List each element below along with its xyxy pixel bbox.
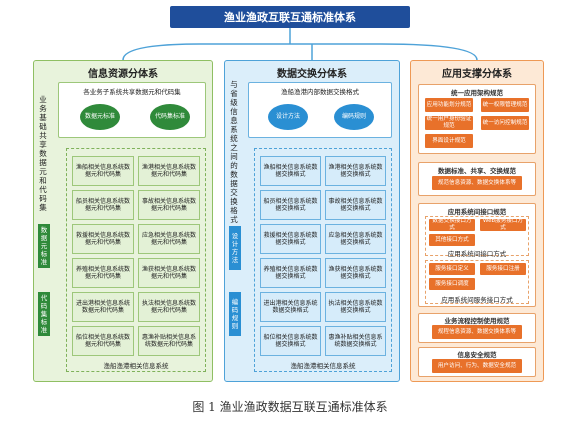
exchange-cell: 船员相关信息系统数据交换格式: [260, 190, 321, 220]
info-cell: 渔港相关信息系统数据元和代码集: [138, 156, 200, 186]
main-title: 渔业渔政互联互通标准体系: [170, 6, 410, 28]
figure-caption: 图 1 渔业渔政数据互联互通标准体系: [192, 400, 388, 414]
interface-item-4: 服务接口定义: [429, 263, 475, 275]
info-cell: 进出港相关信息系统数据元和代码集: [72, 292, 134, 322]
exchange-top-box-title: 渔船渔港内部数据交换格式: [281, 88, 359, 96]
info-cell: 船位相关信息系统数据元和代码集: [72, 326, 134, 356]
info-top-box-title: 各业务子系统共享数据元和代码集: [83, 88, 181, 96]
exchange-cell: 渔船相关信息系统数据交换格式: [260, 156, 321, 186]
interface-spec-head: 应用系统间接口规范: [447, 208, 507, 216]
info-cell: 事故相关信息系统数据元和代码集: [138, 190, 200, 220]
info-cell: 船员相关信息系统数据元和代码集: [72, 190, 134, 220]
exchange-panel-title: 数据交换分体系: [277, 69, 347, 80]
exchange-side-label: 与省级信息系统之间的数据交换格式: [230, 80, 238, 224]
exchange-side-tag-2: 编码规则: [229, 292, 241, 336]
arch-item-1: 应用功能划分规范: [425, 98, 473, 112]
exchange-cell: 进出港相关信息系统数据交换格式: [260, 292, 321, 322]
security-spec-head: 信息安全规范: [457, 351, 497, 359]
interface-item-1: 数据交换接口方式: [429, 218, 475, 231]
exchange-cell: 船位相关信息系统数据交换格式: [260, 326, 321, 356]
workflow-spec-item: 规程信息资源、数据交换体系等: [432, 325, 522, 339]
info-panel-title: 信息资源分体系: [88, 69, 158, 80]
info-cell: 惠渔补贴相关信息系统数据元和代码集: [138, 326, 200, 356]
exchange-cell: 应急相关信息系统数据交换格式: [325, 224, 386, 254]
support-panel-title: 应用支撑分体系: [442, 69, 512, 80]
info-side-tag-1: 数据元标准: [38, 224, 50, 268]
info-cell: 救援相关信息系统数据元和代码集: [72, 224, 134, 254]
info-cell: 渔船相关信息系统数据元和代码集: [72, 156, 134, 186]
exchange-ellipse-1: 设计方法: [268, 104, 308, 130]
info-cell: 渔获相关信息系统数据元和代码集: [138, 258, 200, 288]
interface-item-3: 其他接口方式: [429, 234, 475, 246]
info-dashed-group: [66, 148, 206, 372]
exchange-cell: 惠渔补贴相关信息系统数据交换格式: [325, 326, 386, 356]
info-cell: 养殖相关信息系统数据元和代码集: [72, 258, 134, 288]
exchange-dashed-group: [254, 148, 392, 372]
info-ellipse-1: 数据元标准: [80, 104, 120, 130]
interface-item-6: 服务接口调度: [429, 278, 475, 290]
workflow-spec-head: 业务流程控制使用规范: [444, 317, 510, 325]
info-ellipse-2: 代码集标准: [150, 104, 190, 130]
exchange-cell: 救援相关信息系统数据交换格式: [260, 224, 321, 254]
exchange-cell: 渔港相关信息系统数据交换格式: [325, 156, 386, 186]
interface-item-5: 服务接口注册: [480, 263, 526, 275]
exchange-side-tag-1: 设计方法: [229, 226, 241, 270]
exchange-cell: 事故相关信息系统数据交换格式: [325, 190, 386, 220]
interface-group-1: [425, 216, 529, 256]
exchange-bottom-label: 渔船渔港相关信息系统: [290, 362, 356, 370]
arch-spec-head: 统一应用架构规范: [451, 89, 503, 97]
arch-item-4: 统一访问控制规范: [481, 116, 529, 130]
exchange-cell: 执法相关信息系统数据交换格式: [325, 292, 386, 322]
arch-item-5: 界面设计规范: [425, 134, 473, 148]
connector-lines: [122, 28, 478, 61]
exchange-cell: 养殖相关信息系统数据交换格式: [260, 258, 321, 288]
info-side-tag-2: 代码集标准: [38, 292, 50, 336]
info-bottom-label: 渔船渔港相关信息系统: [103, 362, 169, 370]
data-spec-item: 规范信息资源、数据交换体系等: [432, 176, 522, 190]
interface-group-2: [425, 260, 529, 304]
info-side-label: 业务基础共享数据元和代码集: [39, 95, 47, 212]
data-spec-head: 数据标准、共享、交换规范: [438, 167, 516, 175]
info-cell: 应急相关信息系统数据元和代码集: [138, 224, 200, 254]
interface-item-2: Web服务接口方式: [480, 218, 526, 231]
info-cell: 执法相关信息系统数据元和代码集: [138, 292, 200, 322]
interface-sub2: 应用系统间服务接口方式: [441, 296, 513, 304]
arch-item-2: 统一权限管理规范: [481, 98, 529, 112]
interface-sub1: 应用系统间接口方式: [447, 250, 507, 258]
exchange-cell: 渔获相关信息系统数据交换格式: [325, 258, 386, 288]
security-spec-item: 用户访问、行为、数据安全规范: [432, 359, 522, 373]
exchange-ellipse-2: 编码规则: [334, 104, 374, 130]
arch-item-3: 统一用户身份验证规范: [425, 116, 473, 130]
